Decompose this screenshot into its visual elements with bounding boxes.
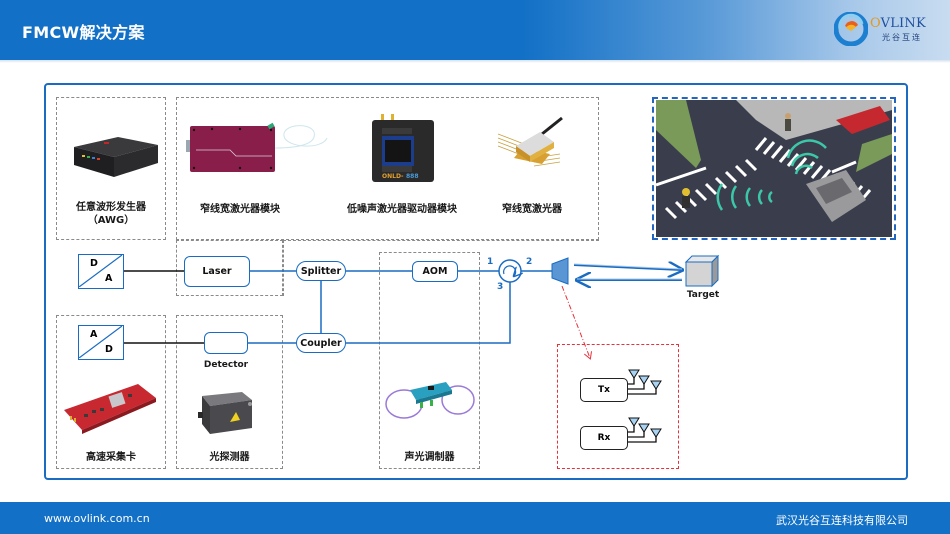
aom-device-label: 声光调制器 (404, 452, 455, 463)
circulator-port-1: 1 (487, 257, 494, 267)
tx-module: Tx (580, 378, 628, 402)
logo-brand-subtext: 光谷互连 (882, 33, 922, 42)
header-divider (0, 60, 950, 63)
driver-module-label: 低噪声激光器驱动器模块 (347, 204, 457, 215)
circulator-port-2: 2 (526, 257, 533, 267)
company-name: 武汉光谷互连科技有限公司 (776, 514, 908, 527)
laser-products-group (176, 97, 599, 240)
daq-card-image (62, 380, 158, 436)
splitter-node: Splitter (296, 261, 346, 281)
diagram-frame (44, 83, 908, 480)
coupler-node: Coupler (296, 333, 346, 353)
awg-label-abbr: （AWG） (87, 215, 135, 226)
radar-group (557, 344, 679, 469)
awg-group (56, 97, 166, 240)
awg-label: 任意波形发生器 (76, 202, 146, 213)
photodetector-image (196, 390, 256, 436)
aom-device-image (382, 378, 478, 424)
adc-output-label: D (105, 344, 113, 355)
daq-group (56, 315, 166, 469)
laser-node-group (176, 240, 283, 296)
scene-group (652, 97, 896, 240)
page-title: FMCW解决方案 (22, 23, 145, 42)
aom-node: AOM (412, 261, 458, 282)
aom-group (379, 252, 480, 469)
laser-module-image (182, 118, 332, 178)
detector-label: Detector (203, 360, 249, 370)
rx-module: Rx (580, 426, 628, 450)
logo-brand-text: OVLINK (870, 16, 926, 31)
dac-output-label: A (105, 273, 113, 284)
adc-input-label: A (90, 329, 98, 340)
svg-text:888: 888 (406, 173, 419, 180)
dac-converter: D A (78, 254, 124, 289)
laser-group-edge (283, 240, 284, 296)
photodetector-label: 光探测器 (209, 452, 250, 463)
footer-bar: www.ovlink.com.cn 武汉光谷互连科技有限公司 (0, 502, 950, 534)
detector-node (204, 332, 248, 354)
target-label: Target (686, 290, 720, 300)
awg-device-image (68, 133, 160, 183)
website-link[interactable]: www.ovlink.com.cn (44, 512, 150, 525)
intersection-lidar-scene-image (656, 100, 892, 237)
laser-group-extension (283, 240, 599, 241)
narrow-laser-label: 窄线宽激光器 (502, 204, 562, 215)
header-bar: FMCW解决方案 OVLINK 光谷互连 (0, 0, 950, 60)
butterfly-laser-image (494, 114, 564, 178)
circulator-port-3: 3 (497, 282, 504, 292)
daq-card-label: 高速采集卡 (86, 452, 136, 463)
laser-module-label: 窄线宽激光器模块 (200, 204, 280, 215)
detector-group (176, 315, 283, 469)
laser-node: Laser (184, 256, 250, 287)
driver-board-image: ONLD- 888 (370, 114, 436, 184)
ovlink-logo: OVLINK 光谷互连 (833, 11, 944, 47)
svg-text:ONLD-: ONLD- (382, 173, 404, 180)
ovlink-logo-icon (833, 11, 869, 47)
dac-input-label: D (90, 258, 98, 269)
adc-converter: A D (78, 325, 124, 360)
